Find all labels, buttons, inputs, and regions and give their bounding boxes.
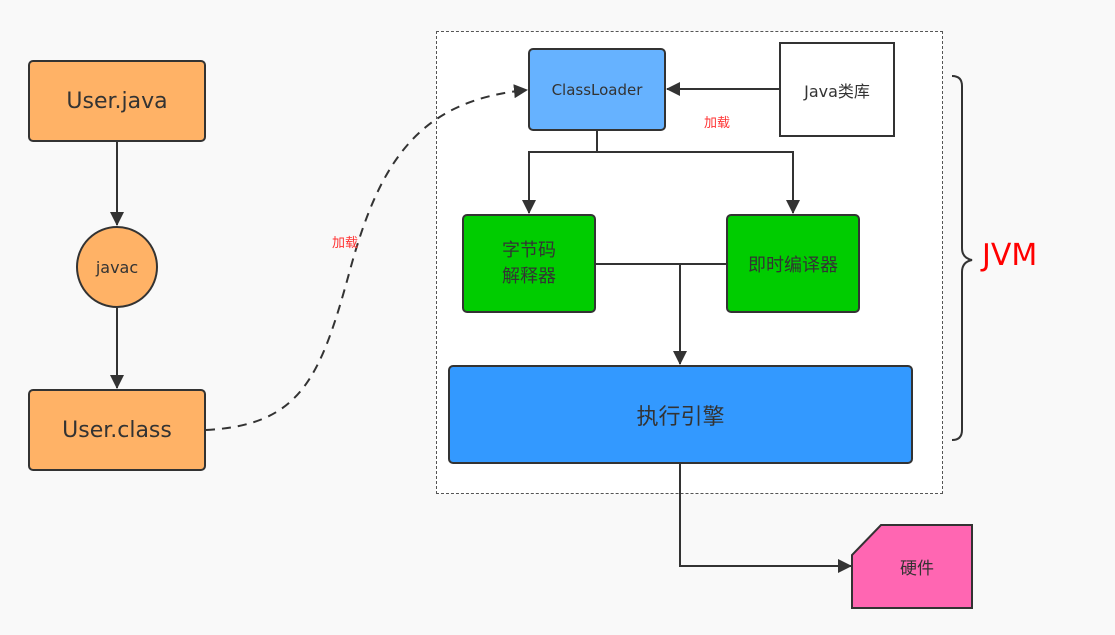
node-java-library[interactable]: Java类库 — [779, 42, 895, 137]
node-engine-label: 执行引擎 — [636, 404, 725, 430]
node-javac-label: javac — [95, 257, 139, 277]
node-hardware[interactable]: 硬件 — [852, 524, 972, 608]
node-classloader-label: ClassLoader — [551, 80, 643, 99]
node-interpreter-label-line2: 解释器 — [502, 265, 556, 287]
edge-label-load-library: 加载 — [704, 116, 731, 131]
node-bytecode-interpreter[interactable]: 字节码 解释器 — [462, 214, 596, 313]
node-interpreter-label-line1: 字节码 — [502, 239, 556, 261]
node-user-java-label: User.java — [66, 88, 168, 114]
node-javac[interactable]: javac — [76, 226, 158, 308]
node-user-class-label: User.class — [62, 417, 172, 443]
node-user-java[interactable]: User.java — [28, 60, 206, 142]
node-classloader[interactable]: ClassLoader — [528, 48, 666, 131]
jvm-group-label: JVM — [982, 238, 1038, 273]
node-jit-compiler[interactable]: 即时编译器 — [726, 214, 860, 313]
edge-label-load-class: 加载 — [332, 236, 359, 251]
node-hardware-label: 硬件 — [900, 558, 934, 579]
node-execution-engine[interactable]: 执行引擎 — [448, 365, 913, 464]
jvm-brace-icon — [951, 75, 973, 441]
node-jit-label: 即时编译器 — [748, 254, 838, 276]
node-user-class[interactable]: User.class — [28, 389, 206, 471]
node-java-library-label: Java类库 — [804, 81, 870, 101]
